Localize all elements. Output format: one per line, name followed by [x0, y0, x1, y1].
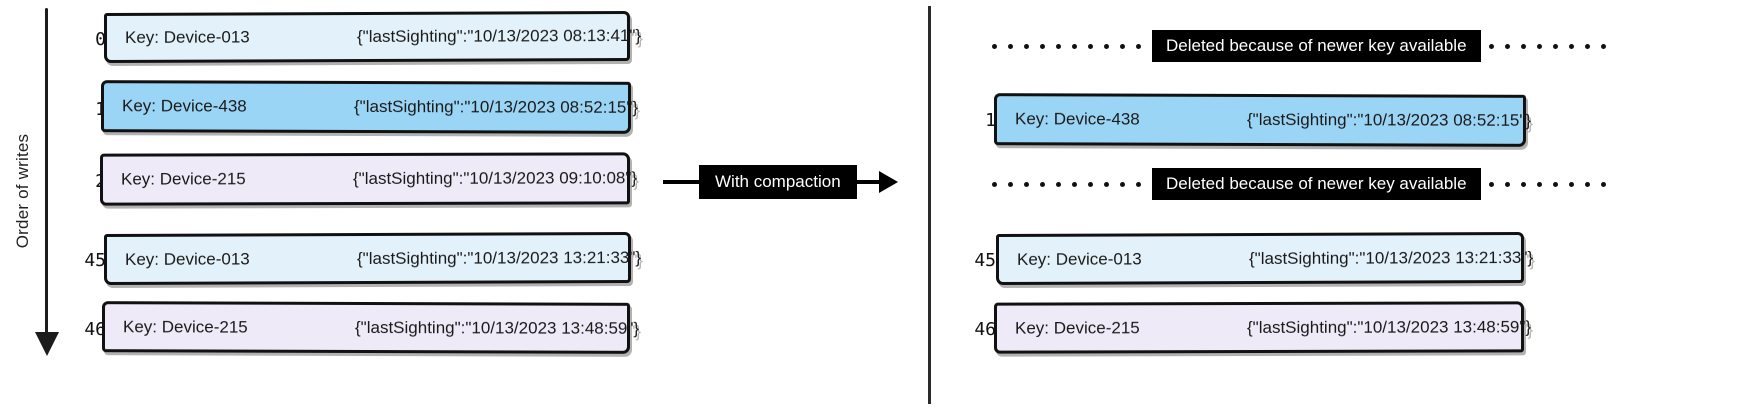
with-compaction-arrow: With compaction — [663, 163, 898, 201]
record-value: {"lastSighting":"10/13/2023 13:21:33"} — [1249, 247, 1534, 268]
with-compaction-label: With compaction — [699, 164, 857, 200]
dotted-line-right — [1488, 168, 1617, 200]
record-key: Key: Device-438 — [1015, 109, 1140, 129]
record-box: Key: Device-215 {"lastSighting":"10/13/2… — [994, 301, 1531, 354]
record-key: Key: Device-215 — [123, 316, 248, 337]
record-value: {"lastSighting":"10/13/2023 13:48:59"} — [355, 317, 640, 338]
record-key: Key: Device-013 — [1017, 248, 1142, 269]
record-key: Key: Device-215 — [121, 169, 246, 189]
record-value: {"lastSighting":"10/13/2023 13:21:33"} — [357, 247, 642, 268]
record-value: {"lastSighting":"10/13/2023 08:52:15"} — [1247, 109, 1532, 130]
order-axis-line — [45, 8, 48, 338]
order-of-writes-label: Order of writes — [13, 133, 32, 249]
down-arrow-icon — [35, 332, 59, 356]
record-index: 46 — [974, 319, 996, 340]
arrow-shaft — [856, 180, 879, 184]
arrow-tail — [663, 180, 699, 184]
deleted-marker: Deleted because of newer key available — [992, 167, 1606, 201]
record-value: {"lastSighting":"10/13/2023 13:48:59"} — [1247, 316, 1532, 337]
panel-divider — [928, 6, 931, 404]
dotted-line-left — [992, 30, 1152, 62]
record-key: Key: Device-013 — [125, 27, 250, 47]
record-index: 45 — [84, 250, 106, 271]
record-index: 0 — [95, 29, 106, 50]
record-box: Key: Device-013 {"lastSighting":"10/13/2… — [996, 231, 1533, 286]
record-index: 45 — [974, 250, 996, 271]
deleted-marker: Deleted because of newer key available — [992, 29, 1606, 63]
record-index: 46 — [84, 319, 106, 340]
record-key: Key: Device-215 — [1015, 317, 1140, 338]
deleted-label: Deleted because of newer key available — [1152, 29, 1481, 63]
record-value: {"lastSighting":"10/13/2023 08:13:41"} — [357, 25, 642, 47]
record-value: {"lastSighting":"10/13/2023 08:52:15"} — [354, 96, 639, 117]
record-index: 1 — [985, 110, 996, 131]
record-box: Key: Device-215 {"lastSighting":"10/13/2… — [100, 152, 637, 206]
right-arrow-icon — [878, 171, 898, 193]
record-box: Key: Device-013 {"lastSighting":"10/13/2… — [104, 231, 641, 286]
dotted-line-left — [992, 168, 1152, 200]
dotted-line-right — [1488, 30, 1617, 62]
record-key: Key: Device-013 — [125, 248, 250, 269]
deleted-label: Deleted because of newer key available — [1152, 167, 1481, 201]
record-key: Key: Device-438 — [122, 96, 247, 116]
record-value: {"lastSighting":"10/13/2023 09:10:08"} — [353, 168, 638, 189]
record-box: Key: Device-013 {"lastSighting":"10/13/2… — [104, 10, 641, 64]
record-box: Key: Device-438 {"lastSighting":"10/13/2… — [994, 93, 1531, 147]
record-box: Key: Device-215 {"lastSighting":"10/13/2… — [102, 301, 639, 354]
record-box: Key: Device-438 {"lastSighting":"10/13/2… — [101, 80, 638, 134]
record-index: 1 — [60, 99, 106, 120]
